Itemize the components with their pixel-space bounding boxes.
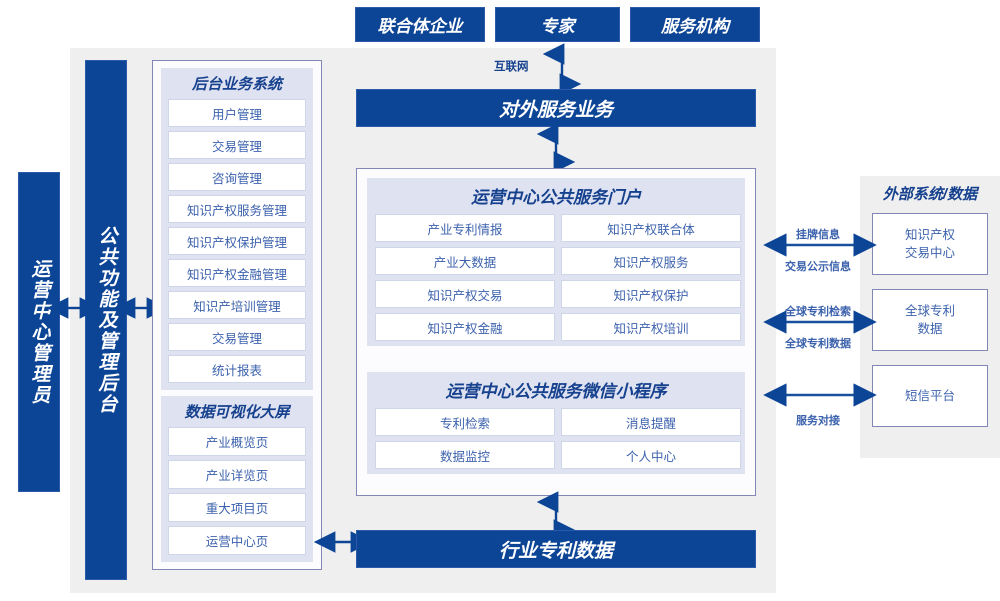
backoffice-item-3[interactable]: 知识产权服务管理 bbox=[168, 195, 306, 223]
arrow-service-to-portal bbox=[536, 123, 576, 173]
backoffice-title: 后台业务系统 bbox=[191, 75, 282, 93]
backoffice-item-1[interactable]: 交易管理 bbox=[168, 131, 306, 159]
internet-link-label: 互联网 bbox=[494, 61, 529, 73]
role-label: 公共功能及管理后台 bbox=[95, 225, 117, 415]
industry-patent-data-label: 行业专利数据 bbox=[498, 540, 613, 562]
portal-item-2[interactable]: 产业大数据 bbox=[375, 247, 555, 275]
actor-label: 联合体企业 bbox=[377, 17, 463, 36]
external-service-bar[interactable]: 对外服务业务 bbox=[356, 89, 756, 127]
dataviz-item-3[interactable]: 运营中心页 bbox=[168, 526, 306, 555]
miniprogram-item-2[interactable]: 数据监控 bbox=[375, 441, 555, 469]
external-service-label: 对外服务业务 bbox=[498, 99, 613, 121]
miniprogram-item-0[interactable]: 专利检索 bbox=[375, 408, 555, 436]
actor-box-expert[interactable]: 专家 bbox=[495, 7, 620, 42]
actor-label: 服务机构 bbox=[661, 17, 729, 36]
connector-label-global-patent-data: 全球专利数据 bbox=[785, 338, 851, 350]
portal-item-1[interactable]: 知识产权联合体 bbox=[561, 214, 741, 242]
dataviz-item-1[interactable]: 产业详览页 bbox=[168, 460, 306, 489]
dataviz-title: 数据可视化大屏 bbox=[184, 403, 290, 421]
external-box-ip-trading-center[interactable]: 知识产权 交易中心 bbox=[872, 213, 988, 275]
portal-item-6[interactable]: 知识产权金融 bbox=[375, 313, 555, 341]
role-bar-common-backend[interactable]: 公共功能及管理后台 bbox=[85, 60, 127, 580]
external-systems-title: 外部系统/数据 bbox=[882, 185, 978, 203]
external-box-global-patent-data[interactable]: 全球专利 数据 bbox=[872, 289, 988, 351]
miniprogram-item-3[interactable]: 个人中心 bbox=[561, 441, 741, 469]
portal-item-4[interactable]: 知识产权交易 bbox=[375, 280, 555, 308]
arrow-external-sms bbox=[763, 383, 877, 407]
role-bar-operations-admin[interactable]: 运营中心管理员 bbox=[18, 172, 60, 492]
connector-label-service-integration: 服务对接 bbox=[796, 415, 840, 427]
arrow-external-ip-trading bbox=[763, 233, 877, 257]
external-box-sms-platform[interactable]: 短信平台 bbox=[872, 365, 988, 427]
arrow-external-global-patent bbox=[763, 310, 877, 334]
arrow-admin-to-backend bbox=[46, 297, 102, 319]
arrow-portal-to-industry-data bbox=[536, 491, 576, 541]
arrow-internet bbox=[542, 43, 582, 95]
actor-label: 专家 bbox=[540, 17, 575, 36]
industry-patent-data-bar[interactable]: 行业专利数据 bbox=[356, 530, 756, 568]
miniprogram-title: 运营中心公共服务微信小程序 bbox=[445, 381, 667, 401]
portal-title: 运营中心公共服务门户 bbox=[471, 187, 641, 207]
portal-item-0[interactable]: 产业专利情报 bbox=[375, 214, 555, 242]
dataviz-item-0[interactable]: 产业概览页 bbox=[168, 427, 306, 456]
portal-item-3[interactable]: 知识产权服务 bbox=[561, 247, 741, 275]
backoffice-item-5[interactable]: 知识产权金融管理 bbox=[168, 259, 306, 287]
actor-box-consortium[interactable]: 联合体企业 bbox=[355, 7, 485, 42]
arrow-backend-to-modules bbox=[113, 297, 169, 319]
backoffice-item-6[interactable]: 知识产培训管理 bbox=[168, 291, 306, 319]
portal-item-5[interactable]: 知识产权保护 bbox=[561, 280, 741, 308]
portal-item-7[interactable]: 知识产权培训 bbox=[561, 313, 741, 341]
backoffice-item-2[interactable]: 咨询管理 bbox=[168, 163, 306, 191]
miniprogram-item-1[interactable]: 消息提醒 bbox=[561, 408, 741, 436]
backoffice-item-7[interactable]: 交易管理 bbox=[168, 323, 306, 351]
backoffice-item-0[interactable]: 用户管理 bbox=[168, 99, 306, 127]
actor-box-service-org[interactable]: 服务机构 bbox=[630, 7, 760, 42]
role-label: 运营中心管理员 bbox=[28, 258, 50, 406]
connector-label-trade-public-info: 交易公示信息 bbox=[785, 261, 851, 273]
backoffice-item-8[interactable]: 统计报表 bbox=[168, 355, 306, 383]
arrow-modules-to-industry-data bbox=[313, 531, 373, 553]
dataviz-item-2[interactable]: 重大项目页 bbox=[168, 493, 306, 522]
backoffice-item-4[interactable]: 知识产权保护管理 bbox=[168, 227, 306, 255]
